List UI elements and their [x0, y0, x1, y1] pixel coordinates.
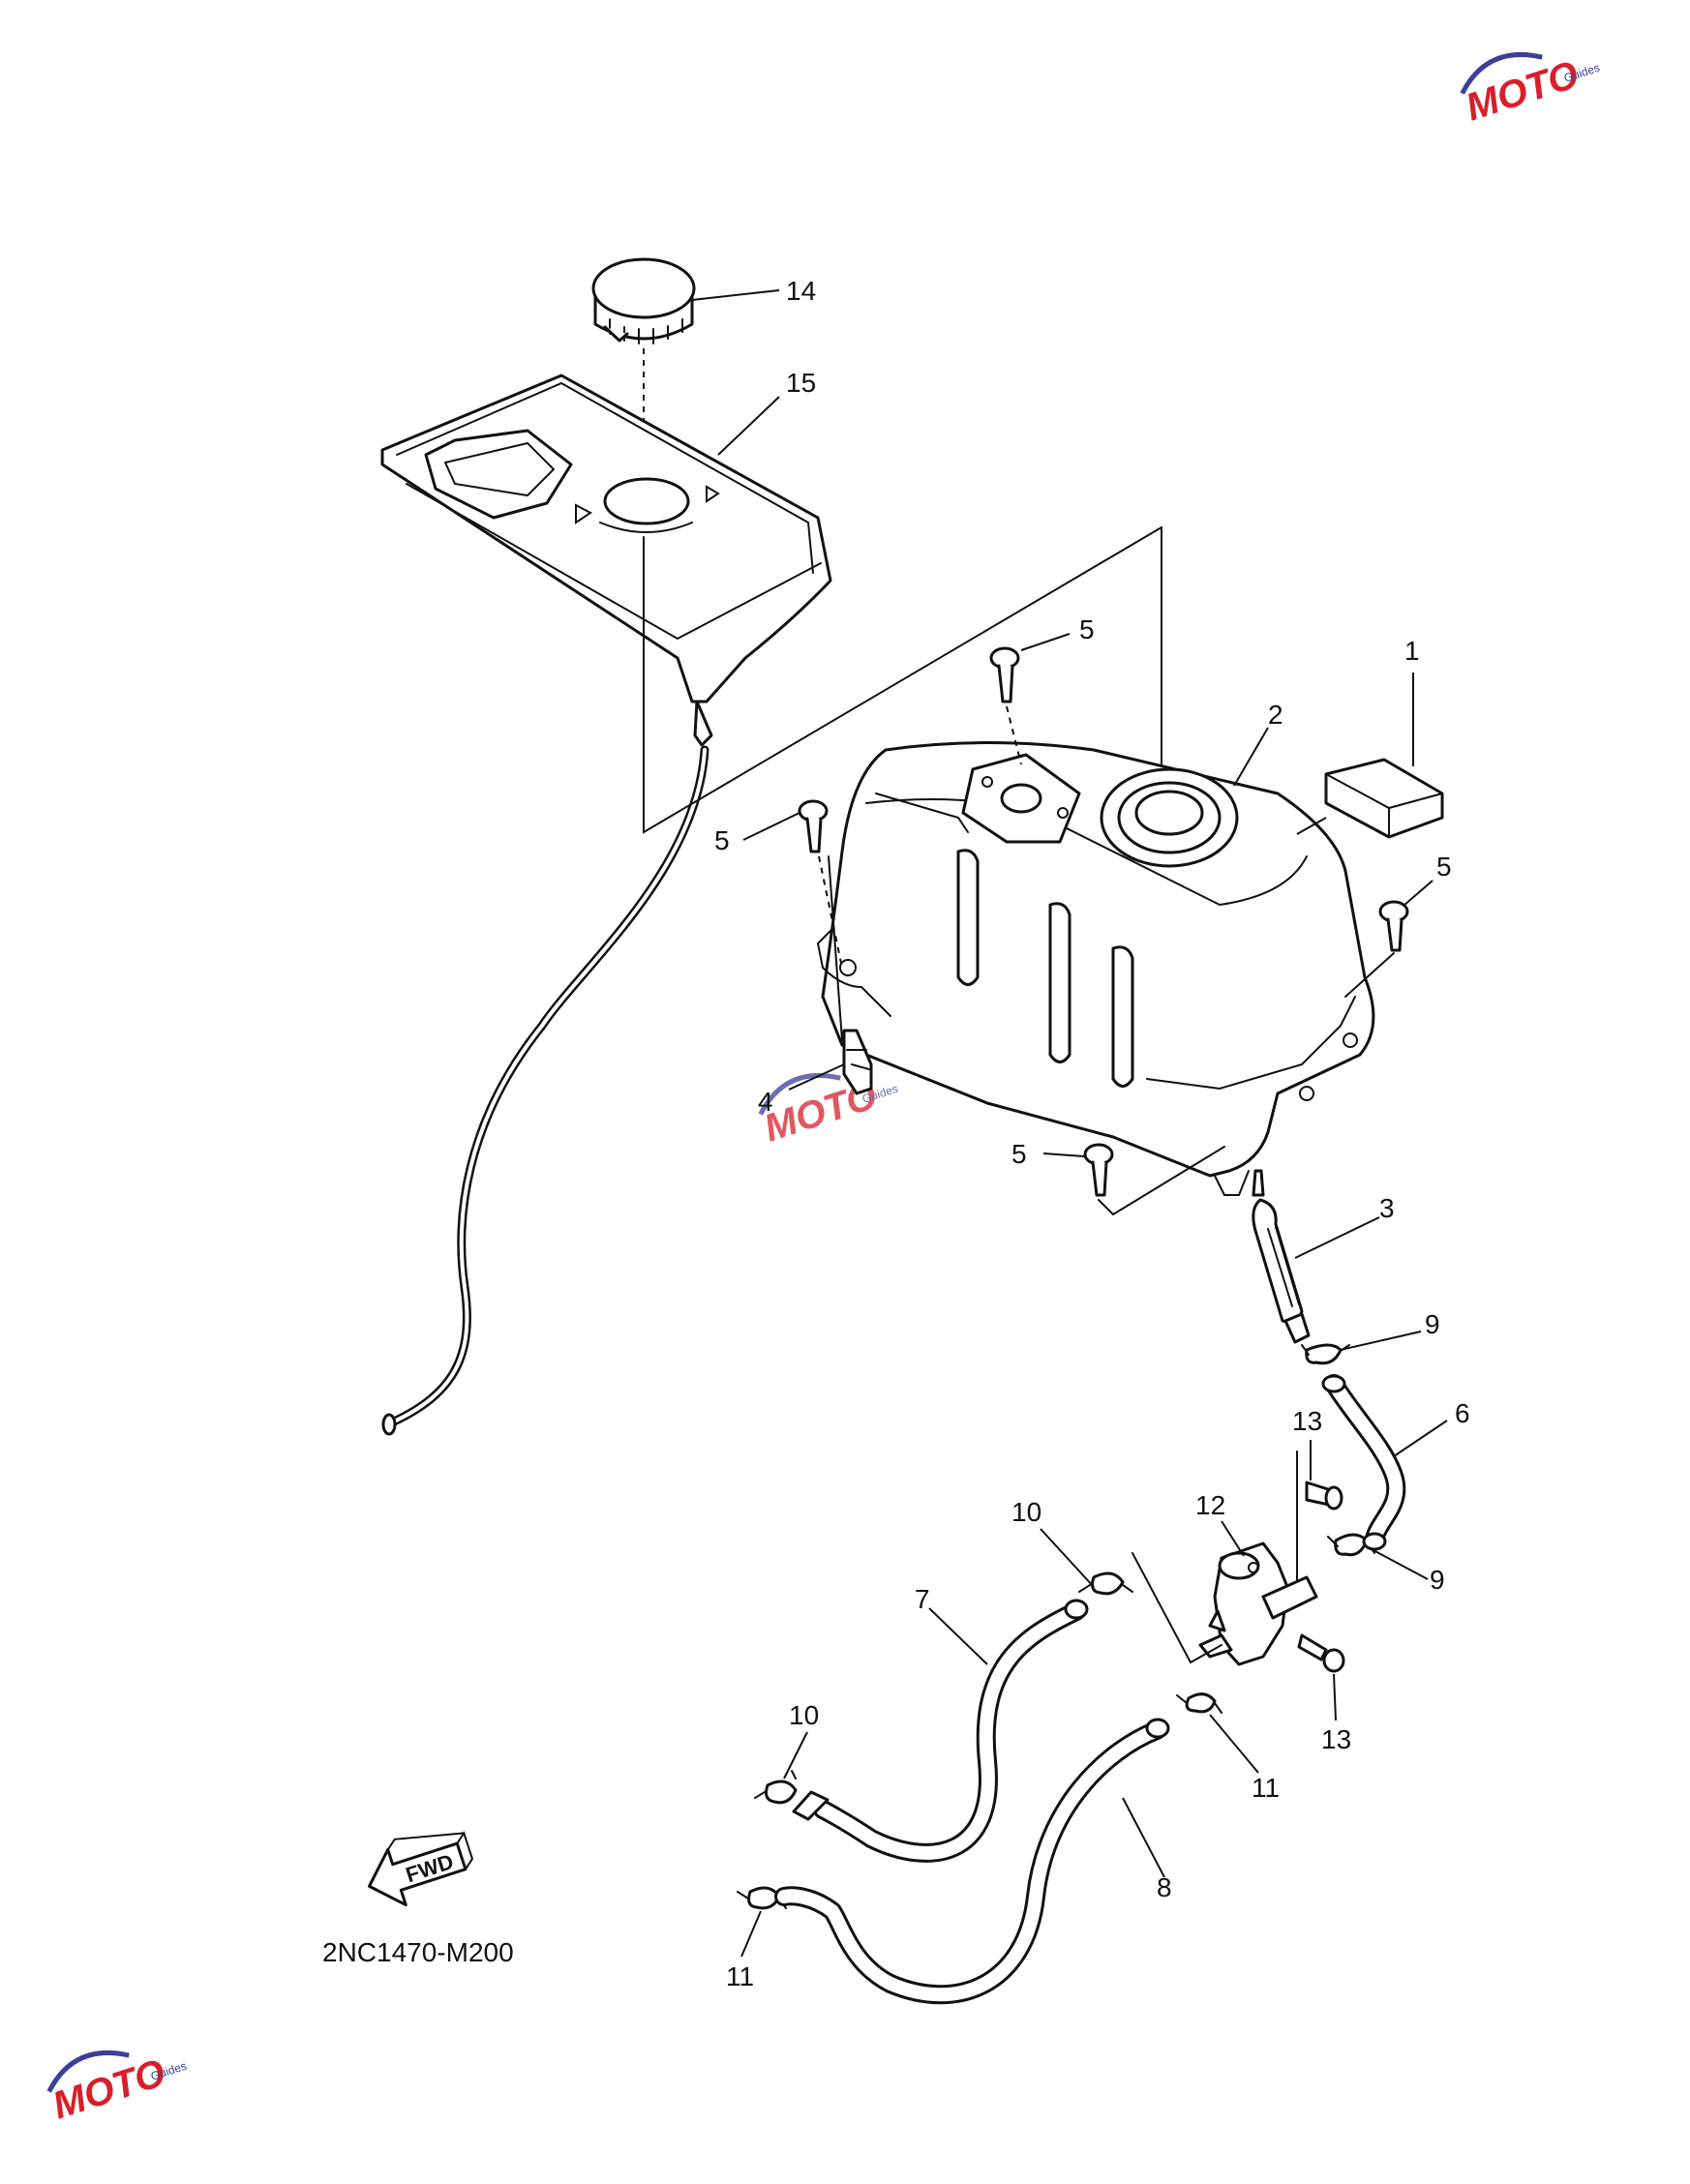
callout-leader-12 [1221, 1520, 1245, 1557]
hose-clip-part [1078, 1571, 1133, 1596]
callout-leader-5 [1020, 633, 1071, 651]
clip-assembly-line [1132, 1552, 1222, 1664]
callout-1: 1 [1404, 636, 1420, 666]
callout-4: 4 [758, 1087, 773, 1117]
watermark-text: MOTO [1461, 53, 1584, 130]
callout-15: 15 [786, 368, 816, 398]
clip-bracket-part [842, 1029, 873, 1095]
callout-14: 14 [786, 276, 816, 306]
bolt-part [989, 646, 1020, 703]
callout-leader-11 [740, 1910, 762, 1958]
bolt-assembly-line [1344, 952, 1395, 998]
callout-leader-3 [1294, 1216, 1380, 1259]
fuel-strainer-part [1252, 1169, 1311, 1344]
callout-leader-13 [1333, 1673, 1337, 1721]
callout-5: 5 [1011, 1139, 1027, 1169]
callout-2: 2 [1268, 700, 1283, 730]
watermark-text: MOTO [47, 2051, 170, 2128]
hose-clip-part [737, 1886, 787, 1910]
callout-5: 5 [1079, 614, 1095, 644]
callout-5: 5 [1436, 852, 1452, 882]
watermark-logo-center: MOTO Guides [758, 1072, 899, 1151]
bolt-part [1083, 1143, 1114, 1197]
label-part [1324, 758, 1444, 839]
fuel-cock-part [1198, 1541, 1318, 1666]
callout-leader-4 [788, 1063, 845, 1091]
callout-leader-11 [1209, 1714, 1259, 1774]
hose-clip-part [754, 1770, 798, 1805]
callout-5: 5 [714, 825, 730, 855]
callout-3: 3 [1379, 1193, 1395, 1223]
callout-leader-15 [717, 396, 780, 456]
assembly-line [643, 526, 1162, 834]
callout-6: 6 [1455, 1398, 1470, 1428]
bolt-part [798, 799, 829, 853]
overflow-tube [381, 745, 709, 1436]
fuel-hose-short-part [1321, 1374, 1406, 1551]
callout-7: 7 [915, 1584, 930, 1614]
bolt-alignment-line [818, 855, 843, 969]
callout-10: 10 [1011, 1497, 1041, 1527]
hose-clip-part [1301, 1343, 1350, 1365]
watermark-logo-bottom-left: MOTO Guides [46, 2049, 188, 2128]
callout-leader-9 [1369, 1547, 1429, 1580]
hose-clip-part [1176, 1692, 1222, 1714]
screw-part [1305, 1481, 1343, 1511]
bolt-assembly-line [1098, 1146, 1225, 1215]
callout-leader-10 [1040, 1528, 1095, 1588]
forward-direction-arrow: FWD [367, 1831, 474, 1907]
callout-leader-2 [1233, 727, 1269, 787]
diagram-code: 2NC1470-M200 [322, 1937, 514, 1967]
callout-leader-5 [742, 812, 800, 841]
callout-leader-14 [691, 289, 780, 301]
callout-leader-5 [1042, 1152, 1085, 1157]
callout-12: 12 [1195, 1490, 1225, 1520]
bolt-alignment-line [1006, 705, 1022, 765]
callout-9: 9 [1430, 1565, 1445, 1595]
fuel-hose-upper-part [792, 1599, 1089, 1863]
label-leader [1296, 817, 1327, 835]
callout-11: 11 [1252, 1773, 1280, 1803]
fuel-cap-part [591, 257, 696, 344]
callout-leader-8 [1122, 1797, 1165, 1878]
bolt-assembly-line [828, 855, 843, 1041]
callout-13: 13 [1292, 1406, 1322, 1436]
fuel-tank-part [816, 741, 1375, 1196]
screw-part [1297, 1633, 1345, 1673]
callout-9: 9 [1425, 1309, 1440, 1339]
callout-leader-5 [1403, 880, 1433, 907]
callout-leader-9 [1340, 1331, 1422, 1351]
callout-leader-6 [1393, 1420, 1448, 1457]
callout-13: 13 [1321, 1724, 1351, 1754]
watermark-logo-top-right: MOTO Guides [1460, 51, 1601, 130]
callout-11: 11 [726, 1961, 754, 1991]
bolt-part [1378, 900, 1409, 952]
callout-leader-7 [928, 1607, 988, 1665]
fuel-hose-lower-part [774, 1718, 1170, 2005]
callout-10: 10 [789, 1700, 819, 1730]
tank-cover-part [380, 374, 832, 747]
callout-leader-10 [783, 1731, 808, 1780]
callout-8: 8 [1157, 1872, 1172, 1902]
